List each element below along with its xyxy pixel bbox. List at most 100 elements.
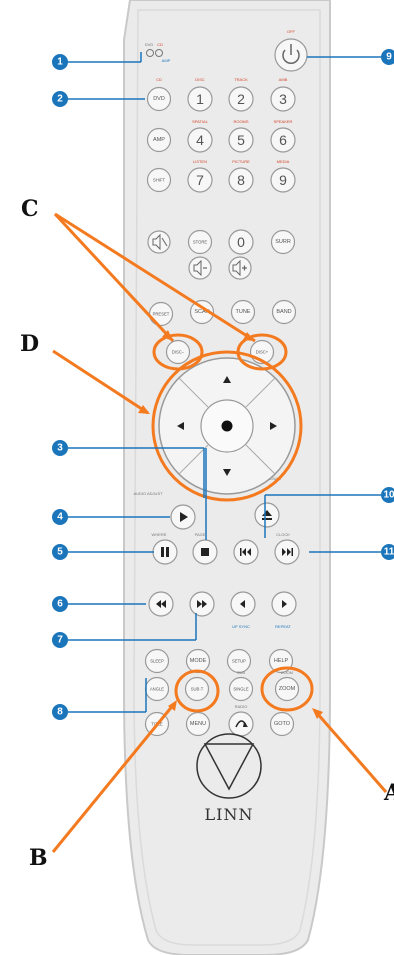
down-arrow-icon[interactable] (223, 469, 231, 476)
button-sleep[interactable]: SLEEP (144, 648, 170, 674)
volume-up-icon (232, 259, 247, 277)
callout-number-2: 2 (52, 91, 68, 107)
callout-number-8: 8 (52, 704, 68, 720)
button-preset[interactable]: PRESET (148, 301, 174, 327)
radio-return-icon (235, 720, 248, 728)
radio-return-button[interactable] (228, 711, 254, 737)
volume-down-button[interactable] (188, 256, 212, 280)
button-tune[interactable]: TUNE (230, 299, 256, 325)
volume-up-button[interactable] (228, 256, 252, 280)
callout-number-text: 3 (57, 443, 63, 454)
function-label-zoom: ZOOM (281, 670, 293, 675)
mute-icon (152, 233, 168, 251)
function-label-repeat: REPEAT (275, 624, 291, 629)
play-icon (180, 512, 188, 522)
pause-button[interactable] (152, 539, 178, 565)
button-single[interactable]: SINGLE (228, 676, 254, 702)
button-label-surr: SURR (275, 239, 291, 245)
function-label-track: TRACK (234, 77, 248, 82)
button-label-amp: AMP (153, 137, 165, 143)
button-setup[interactable]: SETUP (226, 648, 252, 674)
button-label-dvd: DVD (153, 96, 165, 102)
previous-button[interactable] (233, 539, 259, 565)
button-angle[interactable]: ANGLE (144, 676, 170, 702)
icon-button-layer (148, 502, 300, 737)
button-band[interactable]: BAND (271, 299, 297, 325)
callout-lines (66, 52, 383, 713)
eject-button[interactable] (254, 502, 280, 528)
step-forward-button[interactable] (271, 591, 297, 617)
button-label-disc: DISC− (172, 350, 185, 355)
button-label-2: 2 (237, 91, 245, 107)
button-8[interactable]: 8 (228, 167, 254, 193)
stop-button[interactable] (192, 539, 218, 565)
standby-label: OFF (287, 29, 296, 34)
stop-icon (201, 548, 209, 556)
annotation-layer (51, 212, 388, 853)
function-label-speaker: SPEAKER (274, 119, 293, 124)
button-mode[interactable]: MODE (185, 648, 211, 674)
button-label-zoom: ZOOM (279, 686, 296, 692)
navigation-pad[interactable] (158, 357, 296, 495)
button-label-disc: DISC+ (256, 350, 269, 355)
button-label-setup: SETUP (232, 659, 246, 664)
callout-number-text: 6 (57, 599, 63, 610)
button-1[interactable]: 1 (187, 86, 213, 112)
switch-dvd-label: DVD (145, 42, 154, 47)
button-label-tune: TUNE (236, 309, 251, 315)
button-7[interactable]: 7 (187, 167, 213, 193)
button-sub-t[interactable]: SUB-T (184, 676, 210, 702)
volume-down-icon (193, 259, 207, 277)
source-switch[interactable]: DVD CD AMP (145, 42, 171, 63)
fast-forward-button[interactable] (189, 591, 215, 617)
switch-cd-label: CD (157, 42, 163, 47)
button-disc[interactable]: DISC− (165, 339, 191, 365)
select-icon (221, 420, 233, 432)
button-5[interactable]: 5 (228, 127, 254, 153)
function-label-page: PAGE (195, 532, 206, 537)
pause-icon (161, 547, 169, 557)
function-label-listen: LISTEN (193, 159, 207, 164)
button-4[interactable]: 4 (187, 127, 213, 153)
next-button[interactable] (274, 539, 300, 565)
button-3[interactable]: 3 (270, 86, 296, 112)
button-scan[interactable]: SCAN (189, 299, 215, 325)
mute-button[interactable] (147, 230, 171, 254)
button-shift[interactable]: SHIFT (146, 167, 172, 193)
button-zoom[interactable]: ZOOM (274, 676, 300, 702)
button-surr[interactable]: SURR (270, 229, 296, 255)
left-arrow-icon[interactable] (177, 422, 184, 430)
button-label-0: 0 (237, 234, 245, 250)
button-amp[interactable]: AMP (146, 127, 172, 153)
callout-number-text: 11 (384, 547, 394, 558)
function-label-up-sync: UP SYNC (232, 624, 250, 629)
rewind-button[interactable] (148, 591, 174, 617)
button-store[interactable]: STORE (187, 229, 213, 255)
up-arrow-icon[interactable] (223, 376, 231, 383)
rewind-icon (156, 600, 166, 608)
fast-forward-icon (197, 600, 207, 608)
button-label-preset: PRESET (153, 312, 170, 317)
right-arrow-icon[interactable] (270, 422, 277, 430)
step-back-button[interactable] (230, 591, 256, 617)
function-label-media: MEDIA (277, 159, 290, 164)
button-label-8: 8 (237, 172, 245, 188)
button-9[interactable]: 9 (270, 167, 296, 193)
function-label-clock: CLOCK (276, 532, 290, 537)
callout-number-text: 10 (383, 490, 394, 501)
step-back-icon (240, 600, 245, 608)
button-label-4: 4 (196, 132, 204, 148)
button-label-mode: MODE (190, 658, 207, 664)
play-button[interactable] (170, 504, 196, 530)
button-6[interactable]: 6 (270, 127, 296, 153)
callout-number-4: 4 (52, 509, 68, 525)
button-dvd[interactable]: DVD (146, 86, 172, 112)
button-label-goto: GOTO (274, 721, 291, 727)
button-2[interactable]: 2 (228, 86, 254, 112)
button-menu[interactable]: MENU (185, 711, 211, 737)
button-label-sub-t: SUB-T (191, 687, 204, 692)
standby-button[interactable] (274, 38, 308, 72)
button-goto[interactable]: GOTO (269, 711, 295, 737)
button-0[interactable]: 0 (228, 229, 254, 255)
callout-number-text: 8 (57, 707, 63, 718)
